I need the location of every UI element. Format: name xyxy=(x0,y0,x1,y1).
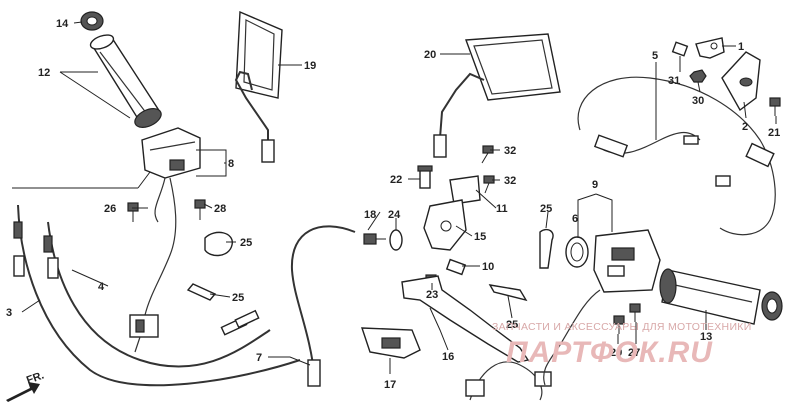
label-19: 19 xyxy=(304,60,316,72)
label-9: 9 xyxy=(592,179,598,191)
label-27: 27 xyxy=(628,347,640,359)
label-14: 14 xyxy=(56,18,69,30)
starter-switch-housing-part xyxy=(361,327,421,359)
throttle-cable-4 xyxy=(47,221,271,368)
label-5: 5 xyxy=(652,50,658,62)
right-switch-wire xyxy=(543,289,601,386)
label-18: 18 xyxy=(364,209,376,221)
label-25-b: 25 xyxy=(232,292,244,304)
choke-cover-part xyxy=(721,51,761,112)
label-31: 31 xyxy=(668,75,680,87)
label-10: 10 xyxy=(482,261,494,273)
right-grip-part xyxy=(659,268,783,325)
screw-28-part xyxy=(194,199,206,220)
watermark: ЗАПЧАСТИ И АКСЕССУАРЫ ДЛЯ МОТОТЕХНИКИ ПА… xyxy=(492,321,752,369)
label-4: 4 xyxy=(98,281,105,293)
label-6: 6 xyxy=(572,213,578,225)
label-32-b: 32 xyxy=(504,175,516,187)
label-23: 23 xyxy=(426,289,438,301)
throttle-cable-3 xyxy=(17,204,301,387)
wire-clamp-part xyxy=(186,231,233,301)
label-28: 28 xyxy=(214,203,226,215)
label-7: 7 xyxy=(256,352,262,364)
clutch-switch-part xyxy=(445,258,467,276)
label-30: 30 xyxy=(692,95,704,107)
front-direction-arrow: FR. xyxy=(6,369,46,402)
grip-end-cap-part xyxy=(80,11,104,31)
right-switch-housing-part xyxy=(593,229,661,293)
label-12: 12 xyxy=(38,67,50,79)
right-mirror-part xyxy=(433,33,561,158)
label-3: 3 xyxy=(6,307,12,319)
handlebar-switch-housing-part xyxy=(141,127,201,179)
bolt-32-part xyxy=(481,145,495,194)
screw-18-part xyxy=(363,233,386,245)
label-17: 17 xyxy=(384,379,396,391)
nut-30-part xyxy=(689,69,707,83)
label-25-c: 25 xyxy=(506,319,518,331)
lower-harness-wire xyxy=(469,361,543,401)
label-21: 21 xyxy=(768,127,780,139)
label-2: 2 xyxy=(742,121,748,133)
label-11: 11 xyxy=(496,203,508,215)
choke-bracket-part xyxy=(695,37,725,59)
clutch-lever-part xyxy=(401,275,530,363)
label-1: 1 xyxy=(738,41,744,53)
screw-26-part xyxy=(127,202,139,222)
switch-harness-wire xyxy=(144,177,177,316)
clutch-cable-part xyxy=(290,225,356,381)
label-15: 15 xyxy=(474,231,486,243)
label-26: 26 xyxy=(104,203,116,215)
label-32-a: 32 xyxy=(504,145,516,157)
label-16: 16 xyxy=(442,351,454,363)
label-13: 13 xyxy=(700,331,712,343)
label-25-a: 25 xyxy=(240,237,252,249)
cable-end-fitting-part xyxy=(13,221,59,279)
front-marker-text: FR. xyxy=(25,369,46,386)
screw-21-part xyxy=(769,97,781,116)
screw-29-part xyxy=(613,315,625,334)
lever-holder-part xyxy=(423,175,481,251)
screw-27-part xyxy=(629,303,641,322)
label-24: 24 xyxy=(388,209,401,221)
harness-connector-part xyxy=(129,314,159,353)
label-29: 29 xyxy=(610,347,622,359)
throttle-grip-part xyxy=(89,34,162,128)
label-20: 20 xyxy=(424,49,436,61)
label-8: 8 xyxy=(228,158,234,170)
label-25-d: 25 xyxy=(540,203,552,215)
callout-labels: 14 12 8 3 4 26 28 25 25 7 19 20 32 32 22… xyxy=(6,18,780,391)
switch-ring-part xyxy=(565,236,589,268)
watermark-line1: ЗАПЧАСТИ И АКСЕССУАРЫ ДЛЯ МОТОТЕХНИКИ xyxy=(492,321,752,333)
label-22: 22 xyxy=(390,174,402,186)
middle-wire-clamp-part xyxy=(488,228,554,302)
left-mirror-part xyxy=(234,10,283,163)
watermark-line2: ПАРТФОК.RU xyxy=(506,336,713,369)
leader-lines xyxy=(12,21,777,374)
collar-31-part xyxy=(671,41,689,57)
choke-cable-part xyxy=(577,76,776,236)
throttle-cable-end-part xyxy=(220,309,260,336)
pivot-bolt-22-part xyxy=(417,165,433,189)
washer-24-part xyxy=(389,229,403,251)
